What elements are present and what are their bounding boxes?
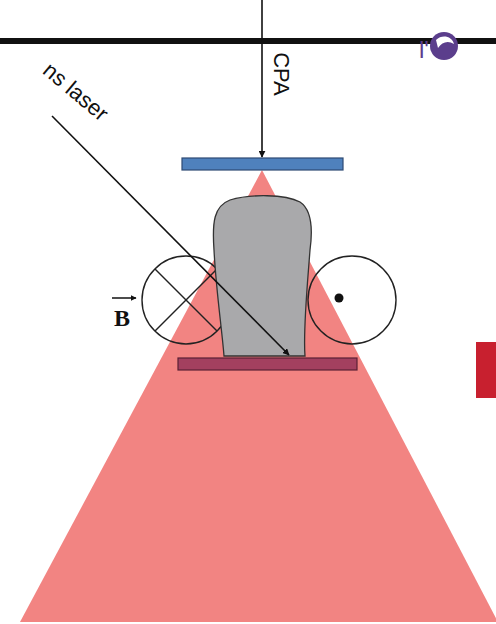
cropped-panel	[476, 342, 496, 398]
logo-swoosh	[436, 37, 454, 48]
beam-label: CPA	[270, 52, 292, 96]
field-symbol: B	[114, 306, 130, 330]
vector-arrow	[112, 297, 136, 299]
logo-text: l'	[419, 38, 429, 62]
beam-label: ns laser	[39, 59, 112, 125]
target-foil	[182, 158, 343, 170]
plasma-plume	[213, 196, 311, 356]
logo-mark	[430, 32, 458, 60]
coil-right	[308, 256, 396, 344]
cpa-beam	[261, 0, 263, 157]
ns-laser-beam	[52, 116, 289, 355]
proton-cone	[20, 170, 496, 622]
secondary-target	[178, 358, 357, 370]
